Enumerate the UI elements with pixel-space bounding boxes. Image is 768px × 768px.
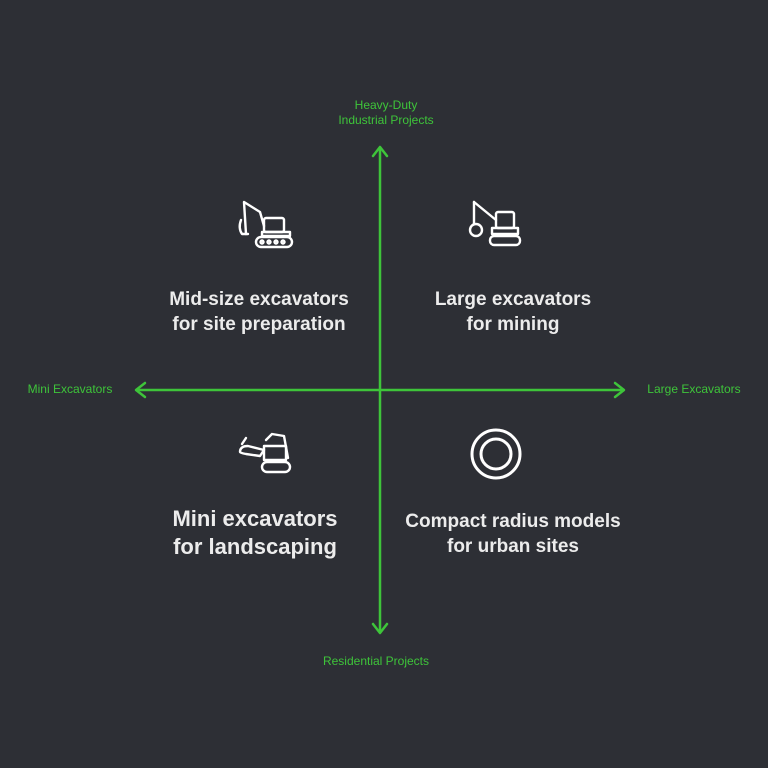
quadrant-top-left-line2: for site preparation xyxy=(172,314,346,335)
ring-icon xyxy=(470,428,522,480)
axis-label-left: Mini Excavators xyxy=(27,382,113,396)
quadrant-bottom-left-label: Mini excavators for landscaping xyxy=(130,505,380,561)
quadrant-bottom-right-label: Compact radius models for urban sites xyxy=(384,509,642,559)
mini-excavator-icon xyxy=(238,432,292,474)
quadrant-top-left-line1: Mid-size excavators xyxy=(169,289,349,310)
quadrant-top-left-label: Mid-size excavators for site preparation xyxy=(130,287,388,337)
axis-label-bottom: Residential Projects xyxy=(322,654,430,668)
axis-label-right: Large Excavators xyxy=(647,382,741,396)
arrow-down xyxy=(371,622,389,635)
axis-label-top: Heavy-Duty Industrial Projects xyxy=(300,98,472,128)
quadrant-bottom-right-line2: for urban sites xyxy=(447,536,579,557)
arrow-left xyxy=(134,381,147,399)
excavator-icon xyxy=(238,200,294,249)
arrow-up xyxy=(371,145,389,158)
quadrant-bottom-right-line1: Compact radius models xyxy=(405,511,621,532)
quadrant-top-right-line1: Large excavators xyxy=(434,289,592,310)
mining-excavator-icon xyxy=(468,200,522,247)
axis-label-top-line1: Heavy-Duty xyxy=(354,98,418,112)
quadrant-top-right-line2: for mining xyxy=(466,314,560,335)
arrow-right xyxy=(613,381,626,399)
quadrant-top-right-label: Large excavators for mining xyxy=(400,287,626,337)
quadrant-bottom-left-line1: Mini excavators xyxy=(172,506,338,531)
axis-label-top-line2: Industrial Projects xyxy=(338,113,434,127)
quadrant-bottom-left-line2: for landscaping xyxy=(173,534,337,559)
